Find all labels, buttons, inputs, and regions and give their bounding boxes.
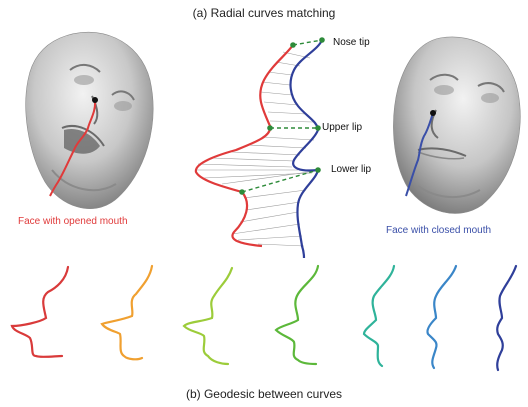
label-upper-lip: Upper lip xyxy=(322,122,363,133)
caption-top: (a) Radial curves matching xyxy=(192,6,336,20)
correspondence-lines xyxy=(196,51,317,247)
right-face-nose-point xyxy=(430,110,436,116)
caption-bottom: (b) Geodesic between curves xyxy=(185,387,343,401)
geodesic-curve-6 xyxy=(426,264,458,370)
matching-diagram xyxy=(194,37,325,259)
geodesic-curve-5 xyxy=(362,264,396,368)
left-face xyxy=(25,31,154,209)
label-left-face: Face with opened mouth xyxy=(18,216,128,227)
geodesic-sequence xyxy=(10,264,518,372)
left-face-radial-curve xyxy=(49,99,97,197)
left-face-nose-point xyxy=(92,97,98,103)
label-nose-tip: Nose tip xyxy=(333,37,370,48)
geodesic-curve-1 xyxy=(10,265,70,358)
label-lower-lip: Lower lip xyxy=(331,164,372,175)
right-face xyxy=(393,36,521,214)
geodesic-curve-7 xyxy=(496,264,518,372)
label-right-face: Face with closed mouth xyxy=(386,225,492,236)
landmark-match-lines xyxy=(241,39,323,193)
geodesic-curve-2 xyxy=(100,264,154,361)
target-curve xyxy=(289,39,324,259)
right-face-radial-curve xyxy=(405,112,434,197)
geodesic-curve-3 xyxy=(182,266,234,366)
geodesic-curve-4 xyxy=(274,264,320,366)
source-curve xyxy=(194,44,294,248)
landmark-points xyxy=(239,37,325,195)
